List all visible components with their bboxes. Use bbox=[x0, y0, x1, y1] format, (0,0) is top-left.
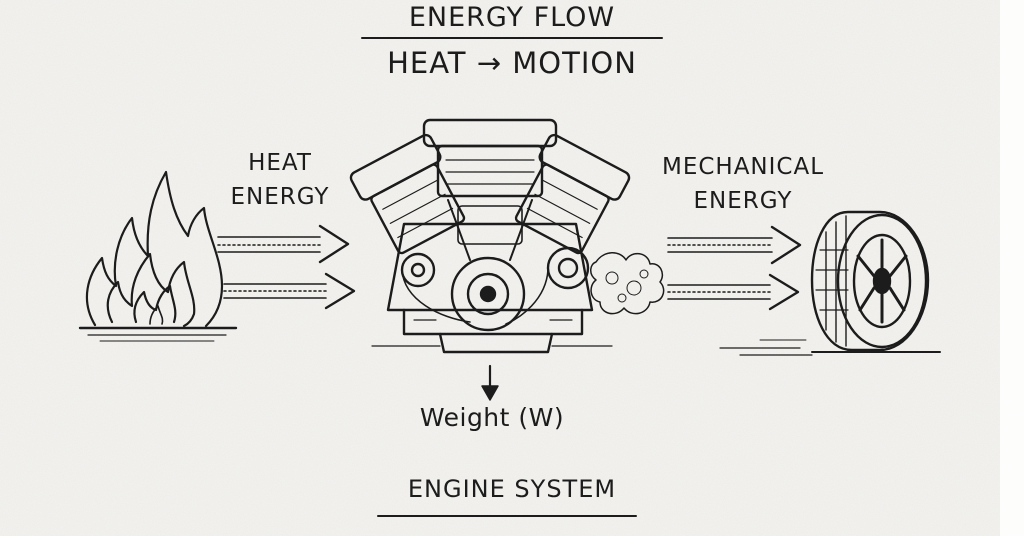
weight-label: Weight (W) bbox=[419, 403, 565, 432]
title: ENERGY FLOW bbox=[408, 2, 616, 33]
heat-arrows bbox=[217, 224, 356, 310]
mech-arrow-lower bbox=[667, 273, 800, 311]
mechanical-arrows bbox=[667, 225, 802, 311]
heat-label-line1: HEAT bbox=[248, 150, 312, 176]
subtitle-arrow: → bbox=[476, 46, 503, 80]
mech-label-line1: MECHANICAL bbox=[661, 154, 825, 180]
engine-system-label: ENGINE SYSTEM bbox=[407, 475, 617, 503]
mechanical-energy-label: MECHANICAL ENERGY bbox=[648, 150, 838, 218]
subtitle: HEAT → MOTION bbox=[362, 46, 662, 80]
smoke-icon bbox=[590, 252, 665, 315]
heat-label-line2: ENERGY bbox=[230, 184, 330, 210]
tire-icon bbox=[719, 210, 941, 356]
subtitle-from: HEAT bbox=[387, 46, 467, 80]
heat-energy-label: HEAT ENERGY bbox=[210, 146, 350, 214]
flame-icon bbox=[78, 170, 238, 342]
mech-label-line2: ENERGY bbox=[693, 188, 793, 214]
weight-arrow bbox=[481, 364, 499, 401]
heat-arrow-lower bbox=[223, 272, 356, 310]
mech-arrow-upper bbox=[667, 225, 802, 265]
subtitle-to: MOTION bbox=[512, 46, 637, 80]
engine-icon bbox=[349, 118, 631, 354]
heat-arrow-upper bbox=[217, 224, 350, 264]
